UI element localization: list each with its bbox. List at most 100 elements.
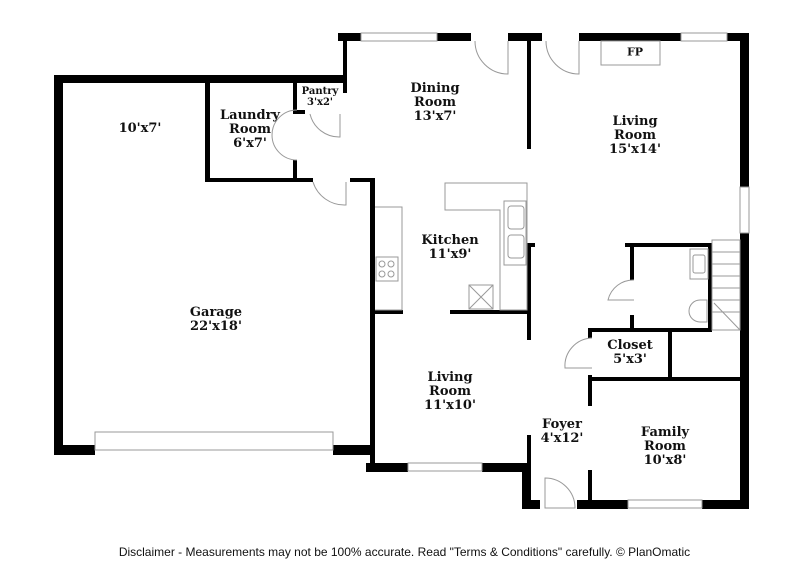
kitchen-right-wall xyxy=(527,243,531,340)
room-name: Closet xyxy=(607,338,653,353)
closet-left-wall xyxy=(588,328,592,338)
room-size: 11'x9' xyxy=(428,247,472,262)
room-name: Kitchen xyxy=(421,233,479,248)
room-size: 6'x7' xyxy=(233,136,267,151)
closet-right-wall xyxy=(668,332,672,379)
walls xyxy=(54,33,749,509)
room-name: Room xyxy=(429,384,471,399)
top-wall xyxy=(727,33,749,41)
kitchen-counter xyxy=(375,206,403,311)
top-wall xyxy=(579,33,681,41)
sink-basin xyxy=(507,234,525,259)
family-top-wall xyxy=(588,377,748,381)
kitchen-top-wall xyxy=(350,178,375,182)
laundry-bottom-wall xyxy=(205,178,313,182)
room-size: 3'x2' xyxy=(306,97,334,108)
family-left-wall xyxy=(588,470,592,505)
pantry-door[interactable] xyxy=(309,113,341,138)
room-size: 10'x8' xyxy=(643,453,687,468)
kitchen-left-wall xyxy=(370,178,375,472)
disclaimer: Disclaimer - Measurements may not be 100… xyxy=(118,545,691,559)
bath-right-wall xyxy=(708,243,712,332)
window xyxy=(680,32,728,42)
door-swing[interactable] xyxy=(474,40,509,75)
room-size: 5'x3' xyxy=(613,352,647,367)
garage-top-wall xyxy=(54,75,347,83)
foyer-left-wall xyxy=(522,463,531,509)
bath-sink xyxy=(692,254,706,274)
pantry-wall xyxy=(293,110,305,114)
burner xyxy=(378,270,386,278)
room-name: Dining xyxy=(410,81,460,96)
bottom-wall xyxy=(702,500,749,509)
room-name: Laundry xyxy=(220,108,280,123)
sink-basin xyxy=(507,205,525,230)
window xyxy=(627,499,703,509)
room-name: Room xyxy=(414,95,456,110)
room-size: 4'x12' xyxy=(540,431,584,446)
fireplace xyxy=(600,40,661,66)
laundry-left-wall xyxy=(205,83,210,182)
garage-entry-door[interactable] xyxy=(312,181,347,206)
bath-left-wall xyxy=(630,315,634,330)
laundry-right-wall xyxy=(293,160,297,180)
garage-bottom-wall xyxy=(54,445,95,455)
window xyxy=(407,462,483,472)
garage-bottom-wall xyxy=(333,445,375,455)
room-name: Family xyxy=(640,425,690,440)
toilet xyxy=(688,299,708,323)
room-size: 11'x10' xyxy=(424,398,476,413)
room-name: Room xyxy=(614,128,656,143)
kitchen-bottom-wall xyxy=(450,310,527,314)
top-wall xyxy=(508,33,542,41)
garage-left-wall xyxy=(54,75,63,455)
fixtures xyxy=(94,32,750,509)
laundry-door[interactable] xyxy=(271,109,298,161)
room-name: Room xyxy=(644,439,686,454)
dishwasher-mark xyxy=(468,284,494,310)
bath-door[interactable] xyxy=(607,279,635,301)
burner xyxy=(378,260,386,268)
door-swing[interactable] xyxy=(545,40,580,75)
closet-left-wall xyxy=(588,375,592,406)
sink xyxy=(503,200,527,266)
kitchen-counter xyxy=(444,182,528,311)
pantry-right-wall xyxy=(343,33,347,93)
laundry-right-wall xyxy=(293,83,297,110)
room-name: Living xyxy=(612,114,658,129)
room-name: Living xyxy=(427,370,473,385)
room-name: Pantry xyxy=(301,86,339,97)
burner xyxy=(387,270,395,278)
window xyxy=(739,186,750,234)
garage-door[interactable] xyxy=(94,431,334,451)
kitchen-bottom-wall xyxy=(375,310,403,314)
dishwasher xyxy=(468,284,494,310)
stove xyxy=(375,256,399,282)
top-wall xyxy=(338,33,361,41)
closet-top-wall xyxy=(588,328,712,332)
room-size: 22'x18' xyxy=(190,319,242,334)
room-name: Foyer xyxy=(542,417,582,432)
top-wall xyxy=(437,33,471,41)
room-size: 13'x7' xyxy=(413,109,457,124)
front-door[interactable] xyxy=(544,477,576,509)
room-name: Room xyxy=(229,122,271,137)
kitchen-right-wall xyxy=(527,243,535,247)
room-label-garage-storage: 10'x7' xyxy=(119,122,162,136)
foyer-bottom-wall xyxy=(522,500,540,509)
closet-door[interactable] xyxy=(564,337,593,369)
living-bottom-wall xyxy=(482,463,531,472)
room-name: Garage xyxy=(189,305,243,320)
fireplace-label: FP xyxy=(626,45,644,59)
